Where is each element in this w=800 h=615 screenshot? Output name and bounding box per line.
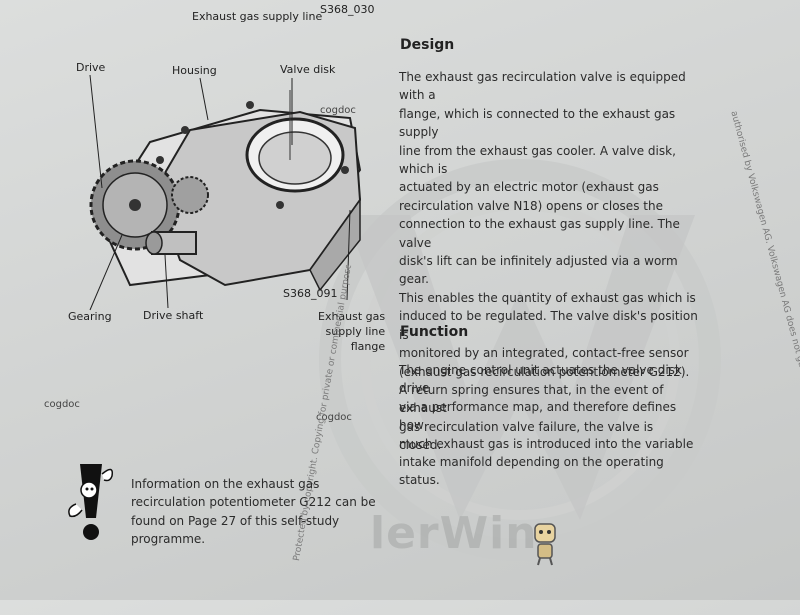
function-line: via a performance map, and therefore def… [399,399,677,433]
label-flange-line-2: supply line [325,325,386,338]
design-line: This enables the quantity of exhaust gas… [399,290,696,305]
note-text: Information on the exhaust gas recircula… [131,475,391,549]
label-drive: Drive [76,61,106,74]
function-line: much exhaust gas is introduced into the … [399,436,694,451]
cog-watermark-2: cogdoc [44,399,80,410]
design-line: The exhaust gas recirculation valve is e… [399,70,686,103]
mascot-icon [534,523,556,566]
design-line: flange, which is connected to the exhaus… [399,106,676,140]
cog-watermark-1: cogdoc [320,105,356,116]
label-housing: Housing [172,64,217,77]
design-line: (exhaust gas recirculation potentiometer… [399,364,690,379]
label-valve-disk: Valve disk [280,63,336,76]
label-flange: Exhaust gas supply line flange [318,309,385,354]
label-flange-line-3: flange [350,340,386,353]
design-line: gas recirculation valve failure, the val… [399,419,654,453]
design-line: monitored by an integrated, contact-free… [399,346,689,361]
top-reference: S368_030 [320,3,375,16]
note-line: recirculation potentiometer G212 can be [131,495,376,510]
design-heading: Design [400,37,455,53]
design-line: disk's lift can be infinitely adjusted v… [399,254,678,287]
figure-reference: S368_091 [283,287,338,300]
function-heading: Function [400,324,469,340]
design-line: induced to be regulated. The valve disk'… [399,309,698,342]
design-line: line from the exhaust gas cooler. A valv… [399,143,676,177]
vw-logo-watermark [319,159,721,561]
label-gearing: Gearing [68,310,112,323]
exclamation-info-icon [68,464,114,540]
design-line: actuated by an electric motor (exhaust g… [399,180,659,195]
note-line: Information on the exhaust gas [131,477,320,491]
function-line: The engine control unit actuates the val… [399,363,682,396]
note-line: found on Page 27 of this self-study [131,513,340,528]
design-line: connection to the exhaust gas supply lin… [399,217,680,250]
note-line: programme. [131,532,206,547]
brand-watermark: lerWin [370,508,538,559]
function-line: intake manifold depending on the operati… [399,455,664,488]
label-drive-shaft: Drive shaft [143,309,204,322]
top-caption: Exhaust gas supply line [192,10,323,23]
egr-valve-illustration [89,74,362,311]
function-paragraph: The engine control unit actuates the val… [399,361,699,490]
design-line: A return spring ensures that, in the eve… [399,382,664,416]
design-line: recirculation valve N18) opens or closes… [399,198,663,213]
label-flange-line-1: Exhaust gas [318,310,386,323]
design-paragraph: The exhaust gas recirculation valve is e… [399,68,699,455]
cog-watermark-3: cogdoc [316,412,352,423]
